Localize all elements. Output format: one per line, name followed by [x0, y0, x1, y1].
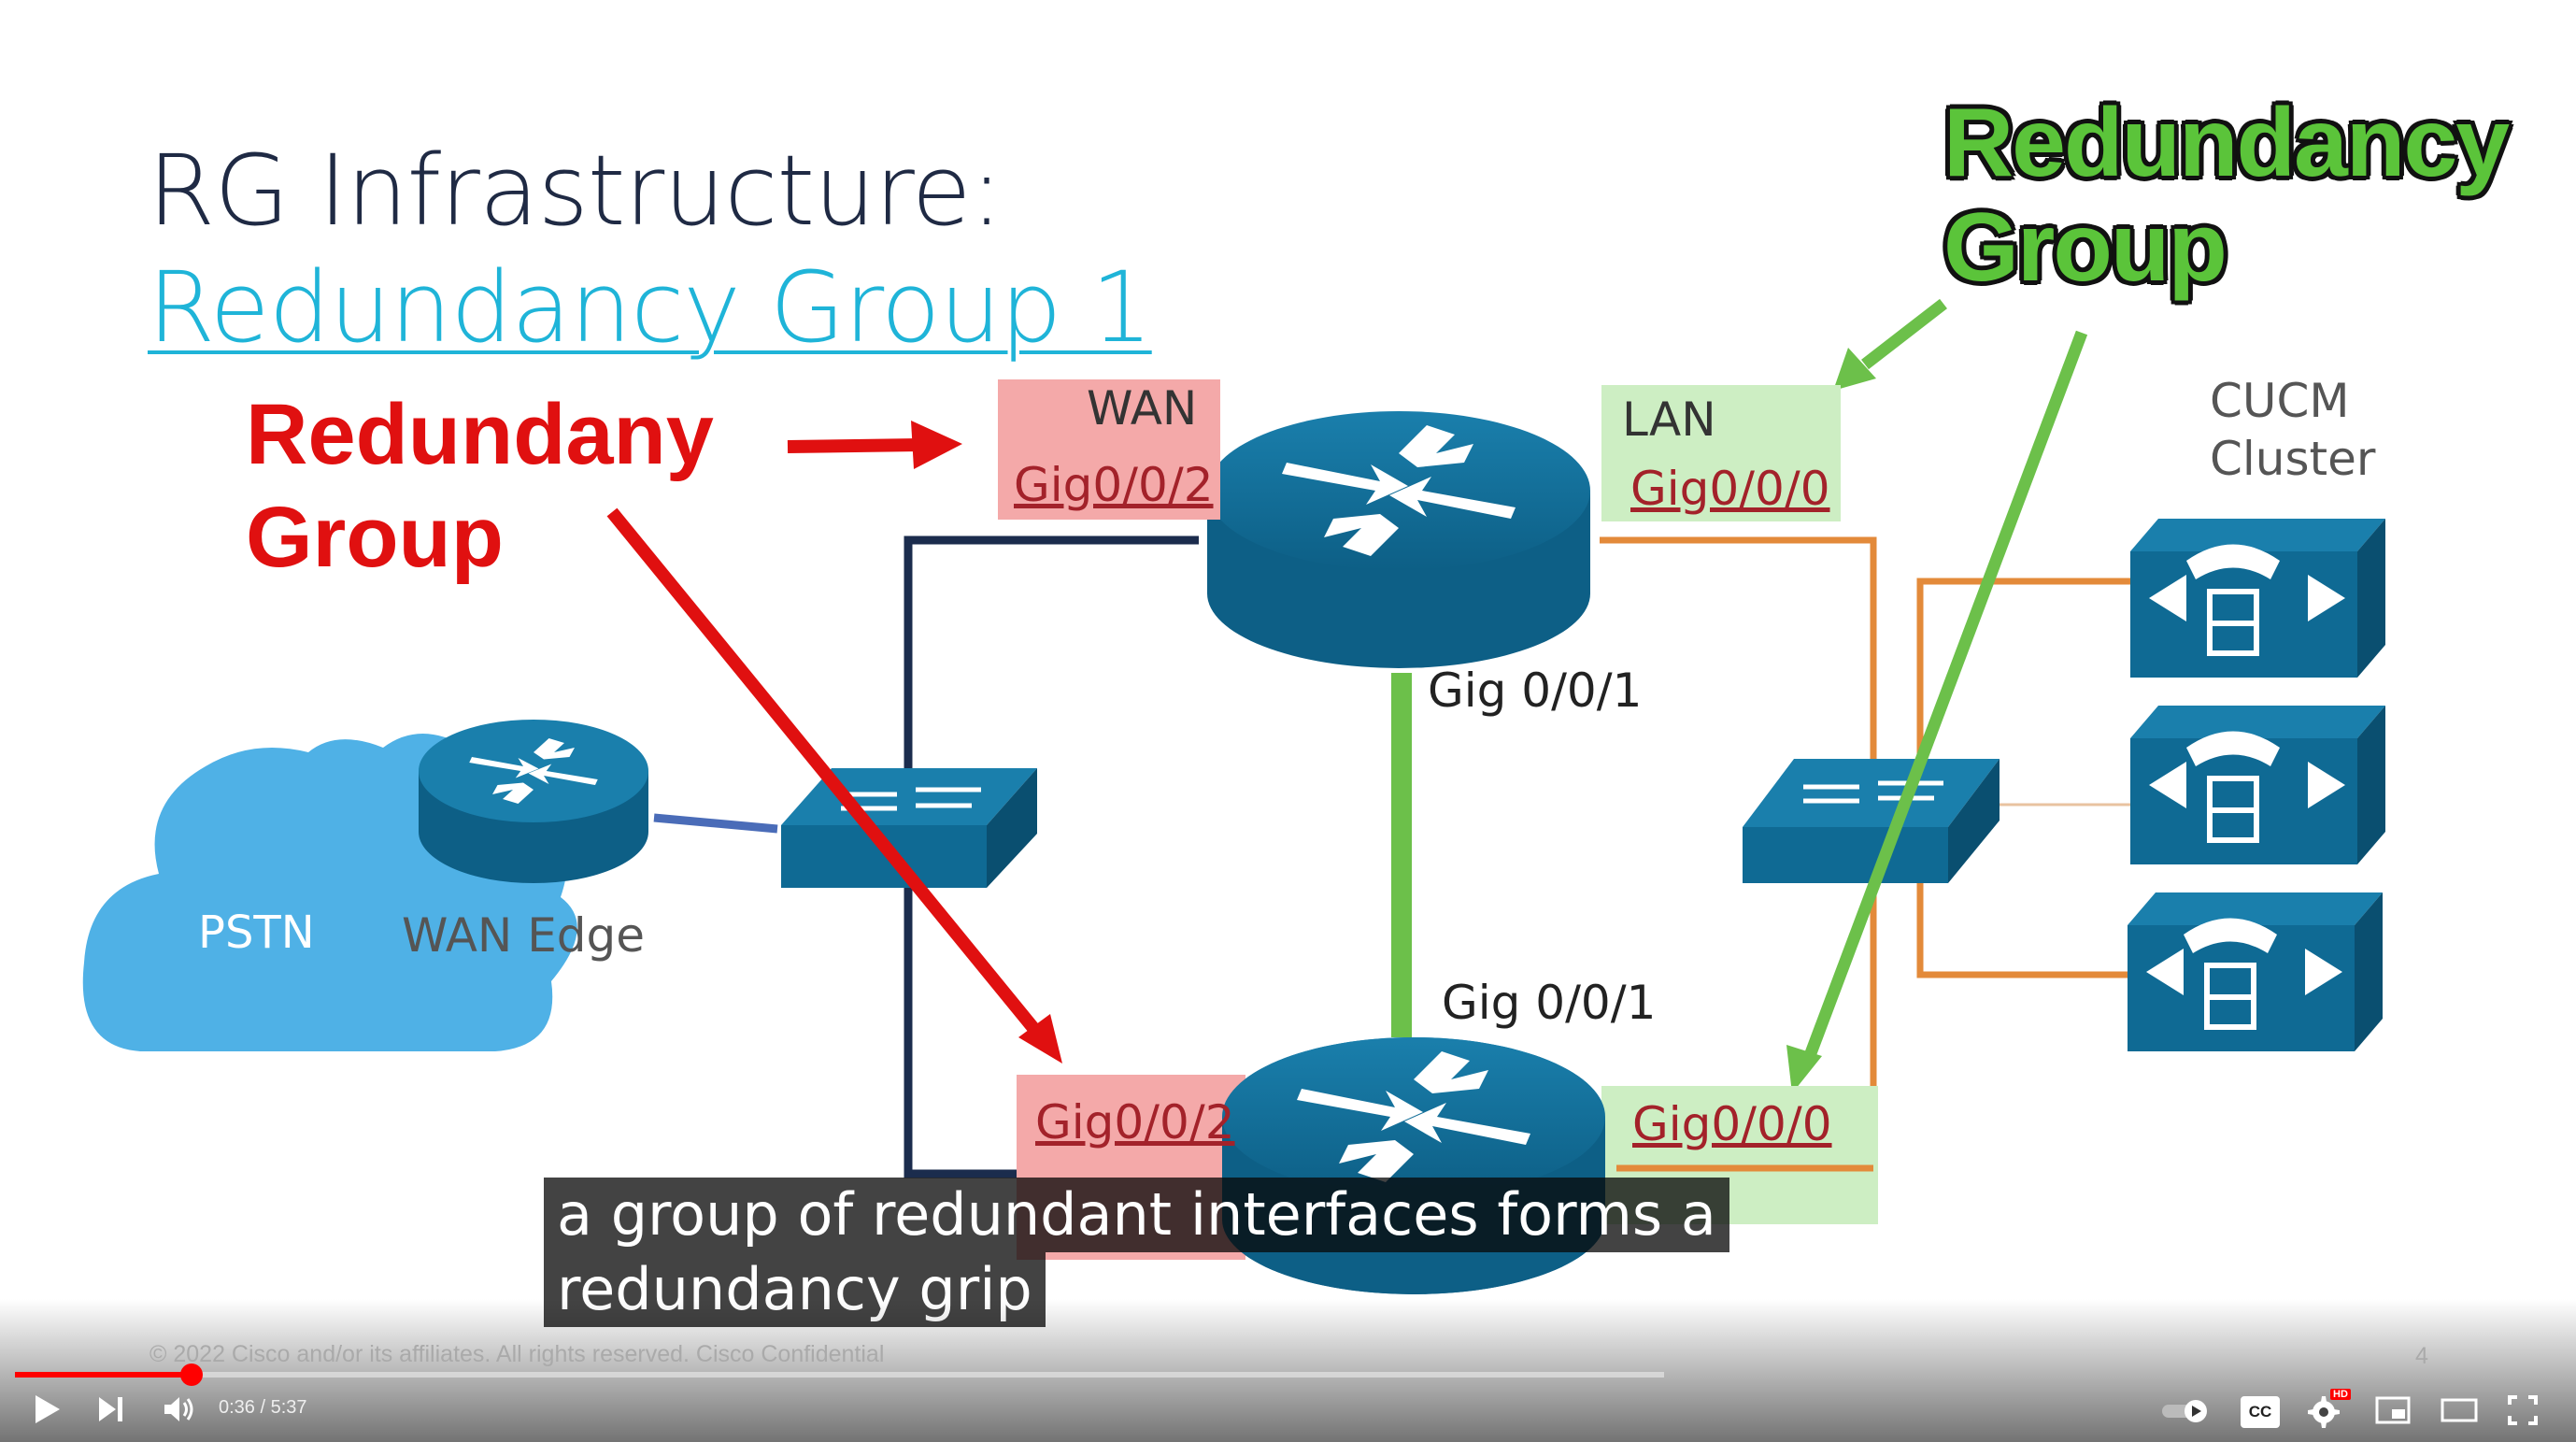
fullscreen-icon[interactable] — [2508, 1395, 2538, 1425]
subtitles-cc-button[interactable]: CC — [2241, 1396, 2280, 1428]
wan-port-box-top — [998, 379, 1220, 520]
wan-edge-router — [419, 720, 648, 883]
progress-played — [15, 1372, 192, 1378]
progress-scrubber-handle[interactable] — [180, 1363, 203, 1386]
router-top — [1207, 411, 1590, 668]
volume-icon[interactable] — [163, 1394, 196, 1424]
green-callout: Redundancy Group — [1943, 89, 2510, 302]
caption-line1: a group of redundant interfaces forms a — [544, 1178, 1729, 1252]
wan-label: WAN — [1087, 381, 1198, 435]
slide-footer: © 2022 Cisco and/or its affiliates. All … — [149, 1341, 885, 1367]
red-callout-line1: Redundany — [246, 387, 714, 482]
miniplayer-icon[interactable] — [2375, 1396, 2411, 1424]
cucm-label-line2: Cluster — [2210, 432, 2376, 486]
play-icon[interactable] — [32, 1393, 62, 1425]
hd-badge: HD — [2330, 1389, 2351, 1400]
progress-bar[interactable] — [15, 1363, 1664, 1386]
green-callout-line2: Group — [1943, 193, 2227, 302]
red-arrows — [606, 421, 1062, 1064]
green-arrows — [1786, 298, 2088, 1093]
lan-label: LAN — [1622, 393, 1716, 447]
port-wan-bottom: Gig0/0/2 — [1035, 1095, 1235, 1149]
cucm-servers — [2128, 519, 2385, 1051]
player-controls-gradient — [0, 1299, 2576, 1442]
cucm-label: CUCM Cluster — [2210, 372, 2375, 488]
red-callout-line2: Group — [246, 490, 504, 585]
gig-label-bottom: Gig 0/0/1 — [1442, 976, 1657, 1030]
next-video-icon[interactable] — [97, 1395, 125, 1423]
slide-title-line1: RG Infrastructure: — [148, 134, 1003, 248]
lan-port-box-top — [1601, 385, 1841, 521]
wan-edge-label: WAN Edge — [402, 908, 646, 963]
port-wan-top: Gig0/0/2 — [1014, 458, 1214, 512]
port-lan-top: Gig0/0/0 — [1630, 462, 1830, 516]
time-display: 0:36 / 5:37 — [219, 1397, 307, 1418]
settings-gear-icon[interactable] — [2308, 1392, 2343, 1428]
red-callout: Redundany Group — [246, 383, 714, 589]
autoplay-toggle-icon[interactable] — [2160, 1398, 2211, 1424]
pstn-link — [653, 813, 778, 834]
pstn-label: PSTN — [198, 907, 315, 959]
slide-title: RG Infrastructure: Redundancy Group 1 — [148, 133, 1153, 366]
slide-page-number: 4 — [2415, 1343, 2428, 1369]
green-callout-line1: Redundancy — [1943, 89, 2510, 197]
lan-switch — [1743, 759, 2000, 883]
slide-title-line2: Redundancy Group 1 — [148, 250, 1153, 364]
theater-mode-icon[interactable] — [2441, 1398, 2478, 1422]
wan-switch — [781, 768, 1037, 888]
cucm-label-line1: CUCM — [2210, 374, 2350, 428]
gig-label-top: Gig 0/0/1 — [1428, 664, 1643, 718]
port-lan-bottom: Gig0/0/0 — [1632, 1097, 1832, 1151]
